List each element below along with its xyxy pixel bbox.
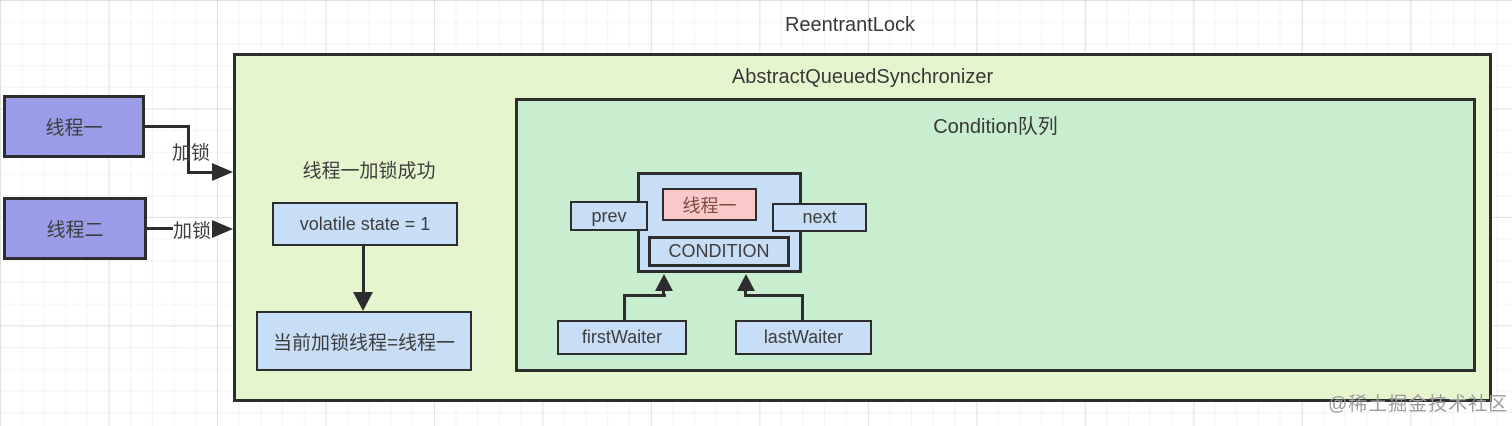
- volatile-state-box: volatile state = 1: [272, 202, 458, 246]
- arrow-segment: [801, 294, 804, 320]
- arrow-segment: [746, 294, 804, 297]
- arrow-segment: [145, 125, 190, 128]
- arrow-segment: [623, 294, 626, 320]
- arrow-segment: [744, 288, 747, 297]
- aqs-title: AbstractQueuedSynchronizer: [731, 65, 994, 88]
- next-pointer-box: next: [772, 203, 867, 232]
- thread2-box: 线程二: [3, 197, 147, 260]
- arrowhead-right-icon: [212, 220, 233, 238]
- lock-action-label-2: 加锁: [172, 220, 211, 242]
- last-waiter-box: lastWaiter: [735, 320, 872, 355]
- lock-status-text: 线程一加锁成功: [302, 160, 436, 182]
- page-title: ReentrantLock: [784, 13, 916, 36]
- arrowhead-up-icon: [737, 274, 755, 291]
- arrowhead-up-icon: [655, 274, 673, 291]
- first-waiter-box: firstWaiter: [557, 320, 687, 355]
- arrow-segment: [147, 227, 173, 230]
- prev-pointer-box: prev: [570, 201, 648, 231]
- watermark: @稀土掘金技术社区: [1328, 394, 1509, 415]
- condition-status-box: CONDITION: [648, 236, 790, 267]
- thread1-box: 线程一: [3, 95, 145, 158]
- arrowhead-right-icon: [212, 163, 233, 181]
- lock-action-label-1: 加锁: [171, 142, 210, 164]
- arrowhead-down-icon: [353, 292, 373, 311]
- waiting-thread-box: 线程一: [662, 188, 757, 221]
- arrow-segment: [623, 294, 666, 297]
- arrow-segment: [187, 125, 190, 174]
- current-lock-owner-box: 当前加锁线程=线程一: [256, 311, 472, 371]
- condition-queue-title: Condition队列: [933, 115, 1058, 138]
- arrow-segment: [362, 246, 365, 294]
- arrow-segment: [662, 288, 665, 297]
- arrow-segment: [187, 171, 214, 174]
